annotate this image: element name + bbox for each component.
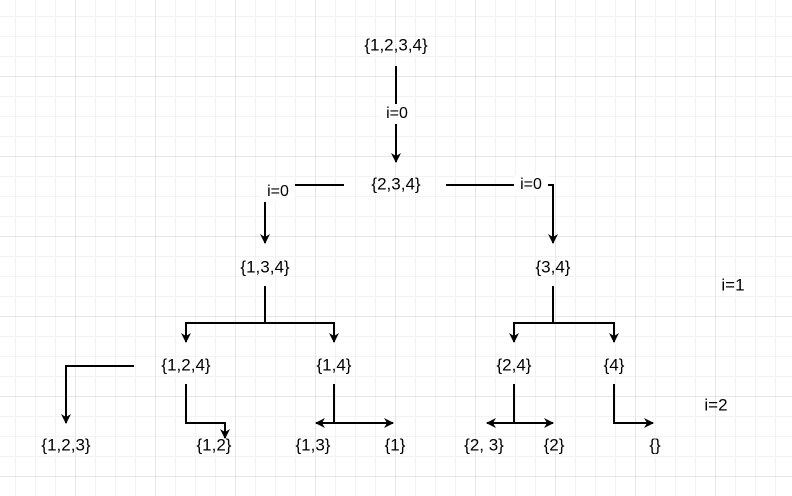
edge-124-to-12	[185, 384, 230, 439]
edge-label-root: i=0	[386, 105, 408, 122]
edges	[61, 66, 654, 439]
edge-234-to-34	[446, 184, 558, 244]
edge-124-to-123	[61, 365, 134, 424]
node-123: {1,2,3}	[41, 435, 90, 454]
node-13: {1,3}	[296, 435, 331, 454]
level-labels: i=1 i=2	[704, 275, 744, 414]
edge-134-to-124	[181, 322, 265, 343]
edge-134-to-14	[265, 322, 339, 343]
node-34: {3,4}	[536, 257, 571, 276]
level-label-1: i=1	[721, 275, 744, 294]
edge-label-right: i=0	[520, 176, 542, 193]
edge-34-to-4	[553, 322, 619, 343]
node-14: {1,4}	[317, 355, 352, 374]
node-2: {2}	[544, 435, 565, 454]
node-124: {1,2,4}	[161, 355, 210, 374]
edge-34-to-24	[509, 322, 553, 343]
edge-labels: i=0 i=0 i=0	[261, 104, 548, 202]
level-label-2: i=2	[704, 395, 727, 414]
node-4: {4}	[604, 355, 625, 374]
nodes: {1,2,3,4} {2,3,4} {1,3,4} {3,4} {1,2,4} …	[41, 35, 661, 454]
node-empty: {}	[649, 435, 661, 454]
edge-4-to-empty	[613, 384, 654, 428]
node-root: {1,2,3,4}	[364, 35, 428, 54]
node-1: {1}	[385, 435, 406, 454]
node-134: {1,3,4}	[240, 257, 289, 276]
edge-label-left: i=0	[267, 183, 289, 200]
node-234: {2,3,4}	[371, 174, 420, 193]
node-23: {2, 3}	[464, 435, 504, 454]
node-24: {2,4}	[497, 355, 532, 374]
node-12: {1,2}	[197, 435, 232, 454]
